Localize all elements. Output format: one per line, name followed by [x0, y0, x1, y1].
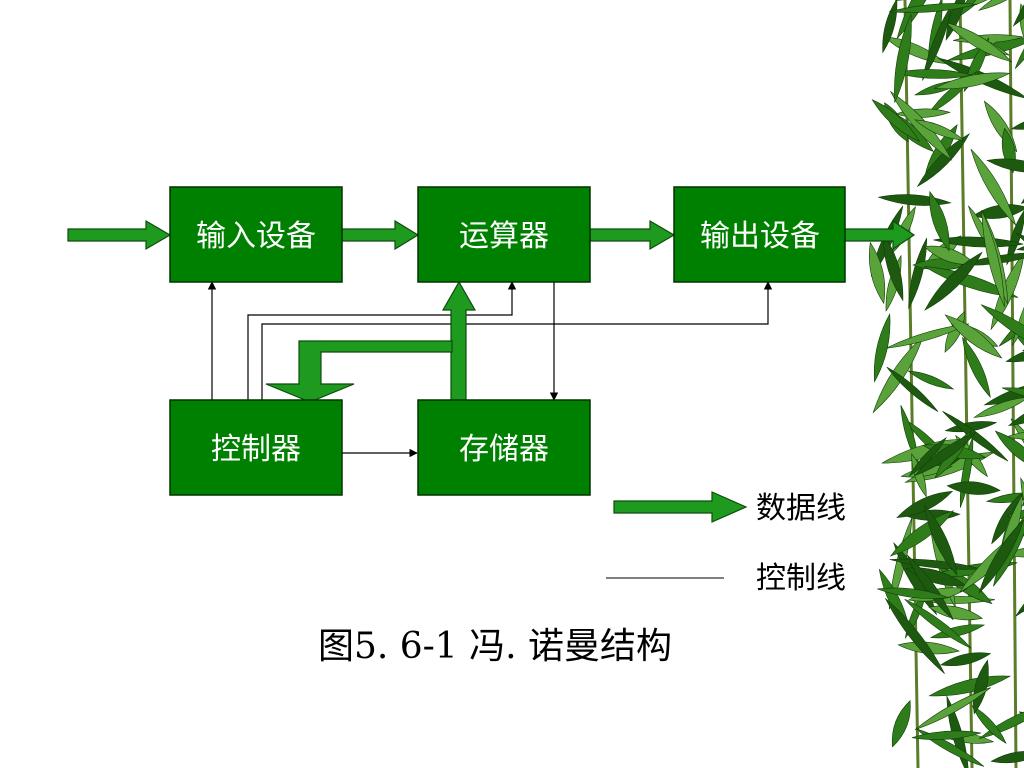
bamboo-leaf-icon	[942, 411, 1009, 462]
bamboo-leaf-icon	[873, 312, 891, 383]
bamboo-leaf-icon	[927, 70, 978, 115]
control-lines	[207, 281, 773, 458]
figure-caption: 图5. 6-1 冯. 诺曼结构	[318, 626, 672, 667]
bamboo-leaf-icon	[871, 99, 921, 143]
bamboo-leaf-icon	[877, 587, 949, 599]
data-arrow-output-to-external	[844, 219, 916, 251]
bamboo-leaf-icon	[889, 90, 953, 161]
legend: 数据线 控制线	[606, 491, 846, 596]
legend-control-line-label: 控制线	[756, 561, 846, 596]
bamboo-leaf-icon	[928, 675, 1012, 697]
bamboo-leaf-icon	[885, 323, 970, 349]
bamboo-leaf-icon	[954, 0, 1001, 20]
data-arrow-memory-to-alu	[441, 280, 477, 401]
data-arrow-alu-to-output	[589, 219, 676, 251]
bamboo-leaf-icon	[1010, 114, 1024, 130]
bamboo-leaf-icon	[990, 751, 1024, 764]
bamboo-leaf-icon	[889, 510, 955, 557]
box-input-device-label: 输入设备	[196, 219, 316, 254]
bamboo-leaf-icon	[940, 652, 992, 667]
bamboo-leaf-icon	[933, 236, 1024, 248]
bamboo-leaf-icon	[1005, 345, 1024, 363]
bamboo-leaf-icon	[929, 190, 950, 252]
bamboo-leaf-icon	[946, 481, 1001, 495]
bamboo-leaf-icon	[1006, 431, 1024, 440]
bamboo-stem	[958, 0, 974, 768]
bamboo-leaf-icon	[970, 0, 1011, 7]
bamboo-leaf-icon	[944, 314, 1003, 359]
box-controller-label: 控制器	[211, 432, 301, 467]
bamboo-leaf-icon	[981, 209, 1005, 307]
data-arrows	[67, 219, 916, 403]
data-arrow-external-to-input	[67, 219, 172, 251]
bamboo-leaf-icon	[980, 304, 1024, 356]
bamboo-leaf-icon	[911, 730, 982, 741]
bamboo-leaf-icon	[889, 3, 978, 13]
box-controller: 控制器	[169, 399, 343, 496]
legend-data-line-arrow	[613, 491, 748, 523]
bamboo-leaf-icon	[973, 396, 1024, 418]
bamboo-leaf-icon	[970, 148, 1017, 226]
bamboo-leaf-icon	[933, 72, 1011, 90]
bamboo-leaf-icon	[985, 492, 1024, 503]
bamboo-leaf-icon	[885, 598, 945, 674]
box-alu-label: 运算器	[459, 219, 549, 254]
bamboo-leaf-icon	[882, 0, 898, 54]
bamboo-leaf-icon	[1020, 174, 1024, 204]
bamboo-leaf-icon	[877, 194, 952, 206]
bamboo-leaf-icon	[962, 336, 991, 399]
bamboo-leaf-icon	[904, 598, 972, 649]
bamboo-leaf-icon	[908, 237, 928, 309]
control-line-controller-to-alu	[247, 281, 517, 400]
bamboo-leaf-icon	[907, 370, 955, 390]
bamboo-leaf-icon	[894, 14, 912, 103]
bamboo-leaf-icon	[945, 22, 1013, 63]
bamboo-leaf-icon	[891, 699, 911, 748]
bamboo-leaves-decoration	[868, 0, 1024, 768]
box-memory-label: 存储器	[459, 432, 549, 467]
component-boxes: 输入设备 运算器 输出设备 控制器 存储器	[169, 186, 846, 496]
box-input-device: 输入设备	[169, 186, 343, 283]
data-arrow-input-to-alu	[341, 219, 420, 251]
bamboo-leaf-icon	[896, 490, 954, 518]
bamboo-leaf-icon	[916, 133, 971, 188]
bamboo-leaf-icon	[1006, 506, 1024, 520]
legend-data-line-label: 数据线	[756, 491, 846, 526]
bamboo-leaf-icon	[868, 241, 886, 305]
bamboo-stem	[1008, 0, 1018, 768]
bamboo-leaf-icon	[908, 436, 948, 477]
bamboo-leaf-icon	[994, 430, 1024, 472]
bamboo-leaf-icon	[886, 366, 939, 412]
bamboo-leaf-icon	[971, 705, 1007, 744]
bamboo-leaf-icon	[924, 251, 983, 311]
box-memory: 存储器	[417, 399, 591, 496]
bamboo-leaf-icon	[914, 687, 991, 730]
bamboo-leaf-icon	[1006, 207, 1024, 266]
bamboo-leaf-icon	[986, 158, 1024, 173]
bamboo-leaf-icon	[990, 251, 1024, 331]
bamboo-leaf-icon	[906, 554, 954, 621]
bamboo-leaf-icon	[883, 233, 904, 302]
bamboo-leaf-icon	[914, 119, 965, 141]
box-alu: 运算器	[417, 186, 591, 283]
box-output-device-label: 输出设备	[700, 219, 820, 254]
control-line-controller-to-output	[261, 281, 773, 400]
bamboo-leaf-icon	[1005, 547, 1024, 558]
bamboo-leaf-icon	[924, 504, 958, 576]
data-arrow-memory-to-controller	[265, 340, 453, 403]
bamboo-leaf-icon	[972, 204, 1024, 219]
bamboo-leaf-icon	[977, 0, 1024, 11]
box-output-device: 输出设备	[673, 186, 846, 283]
